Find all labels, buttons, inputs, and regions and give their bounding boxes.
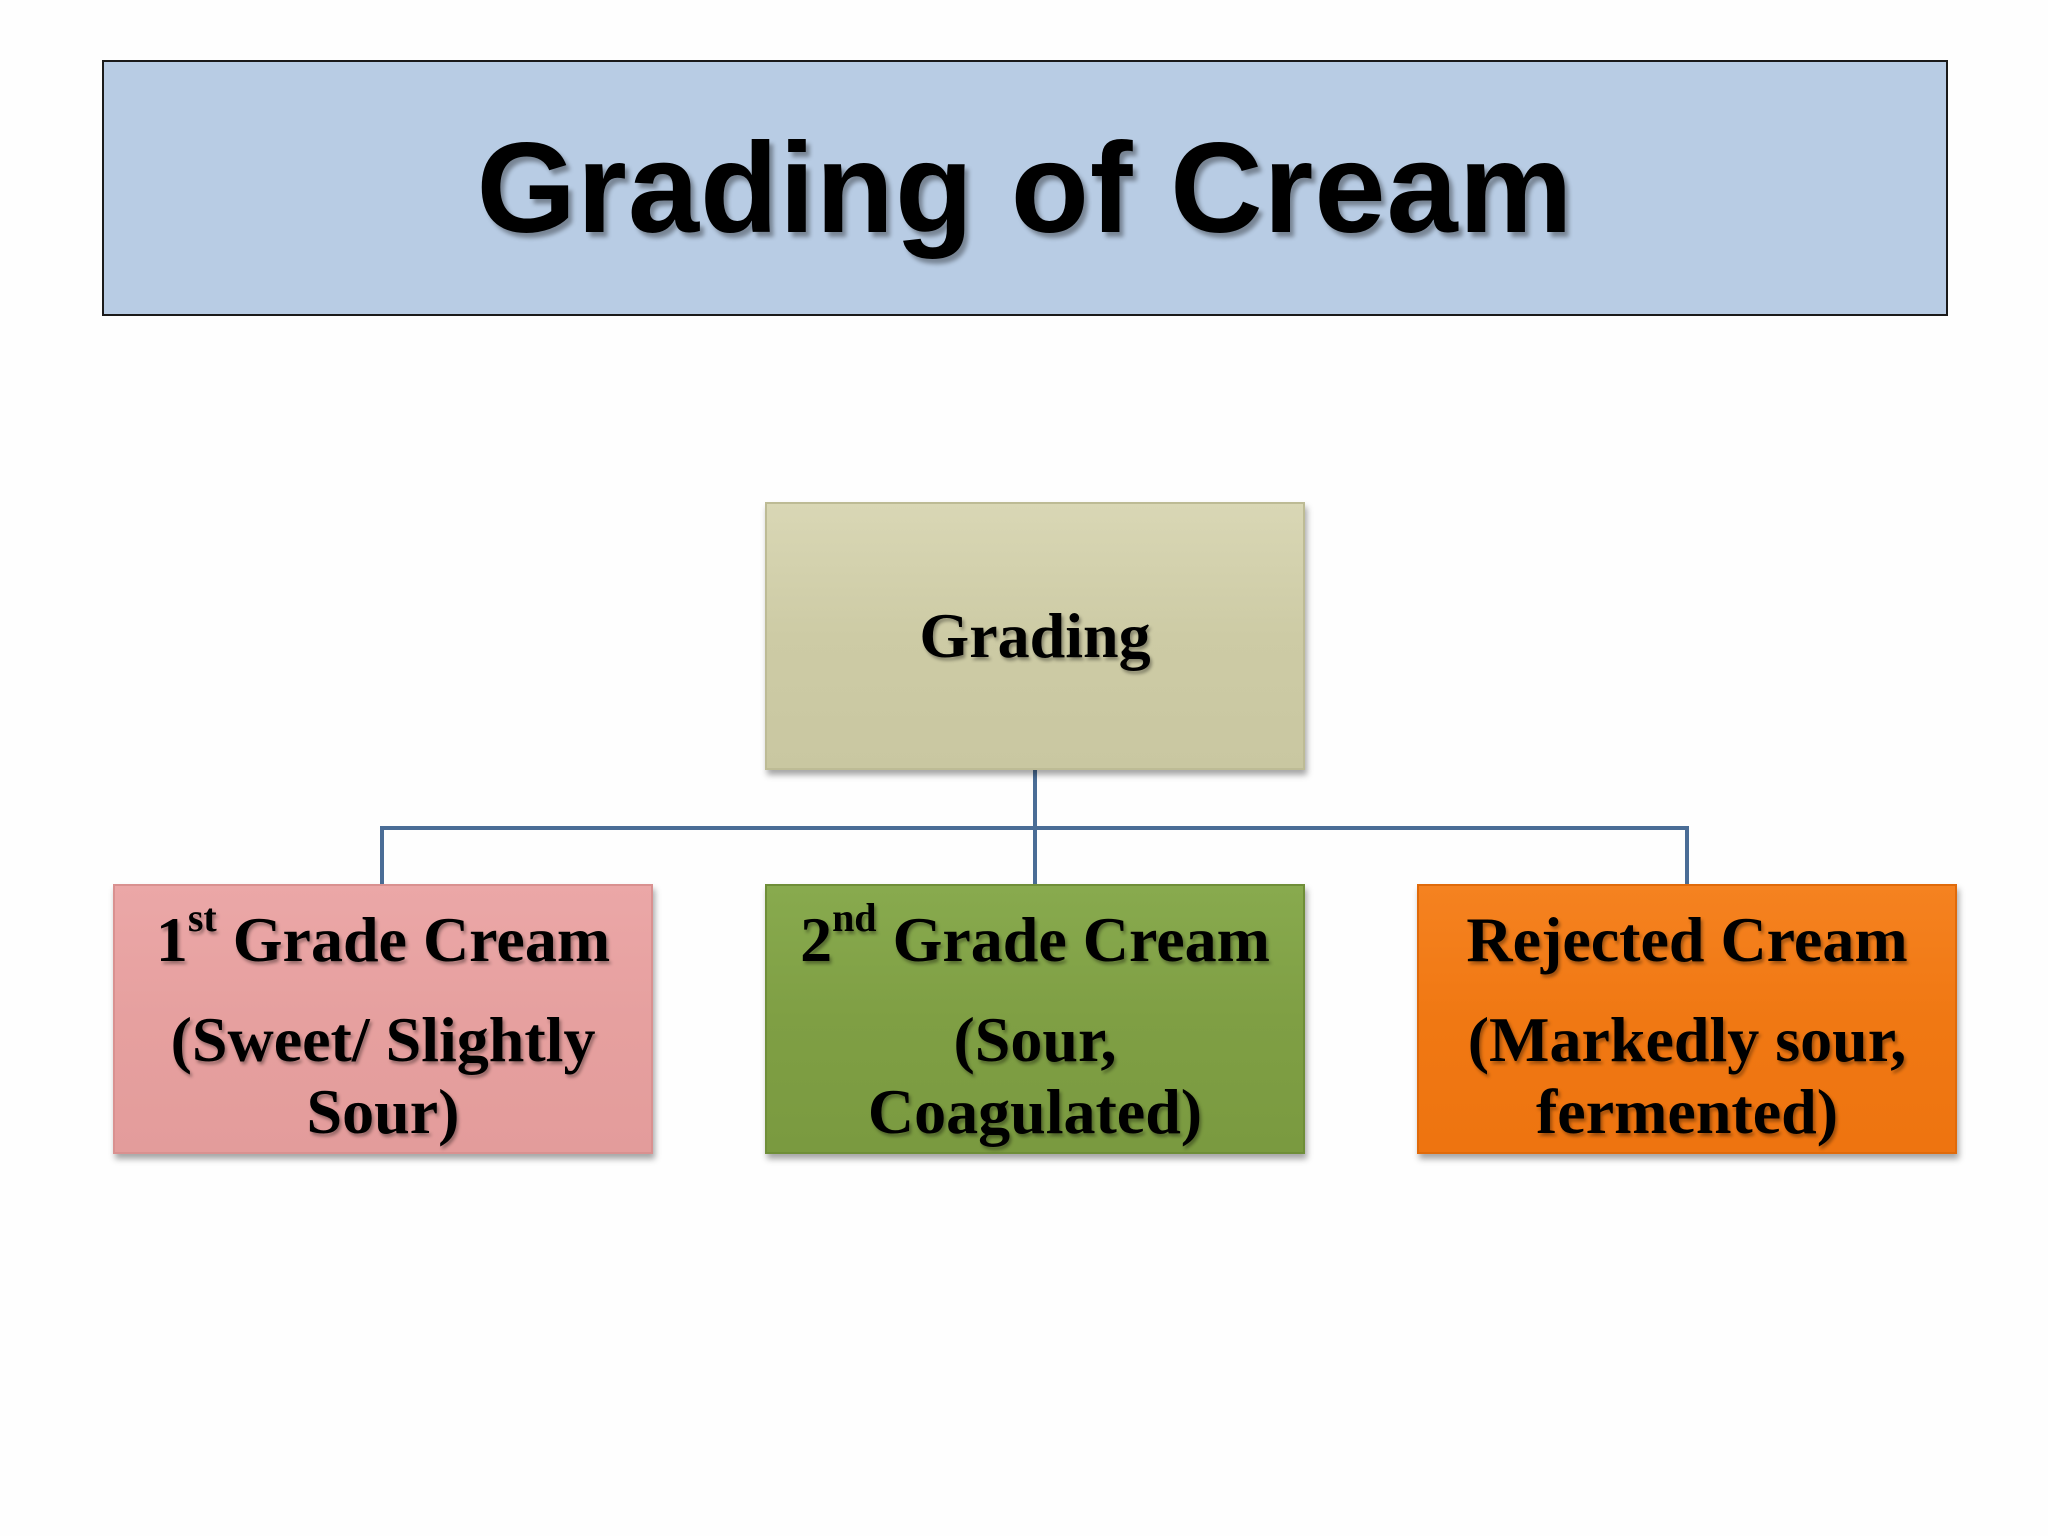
title-banner: Grading of Cream bbox=[102, 60, 1948, 316]
node-grading: Grading bbox=[765, 502, 1305, 770]
first-grade-superscript: st bbox=[187, 894, 217, 940]
first-grade-number: 1 bbox=[155, 904, 188, 975]
node-first-grade-cream: 1st Grade Cream (Sweet/ Slightly Sour) bbox=[113, 884, 653, 1154]
node-rejected-heading: Rejected Cream bbox=[1466, 904, 1908, 975]
node-second-grade-cream: 2nd Grade Cream (Sour, Coagulated) bbox=[765, 884, 1305, 1154]
second-grade-superscript: nd bbox=[832, 894, 877, 940]
second-grade-number: 2 bbox=[800, 904, 833, 975]
node-first-grade-description: (Sweet/ Slightly Sour) bbox=[170, 1004, 596, 1147]
node-second-grade-heading: 2nd Grade Cream bbox=[800, 897, 1270, 976]
second-grade-heading-text: Grade Cream bbox=[876, 904, 1270, 975]
node-first-grade-heading: 1st Grade Cream bbox=[155, 897, 611, 976]
node-grading-label: Grading bbox=[919, 600, 1151, 671]
node-second-grade-description: (Sour, Coagulated) bbox=[867, 1004, 1203, 1147]
node-rejected-cream: Rejected Cream (Markedly sour, fermented… bbox=[1417, 884, 1957, 1154]
node-rejected-description: (Markedly sour, fermented) bbox=[1467, 1004, 1907, 1147]
first-grade-heading-text: Grade Cream bbox=[216, 904, 611, 975]
slide-title: Grading of Cream bbox=[476, 116, 1574, 260]
